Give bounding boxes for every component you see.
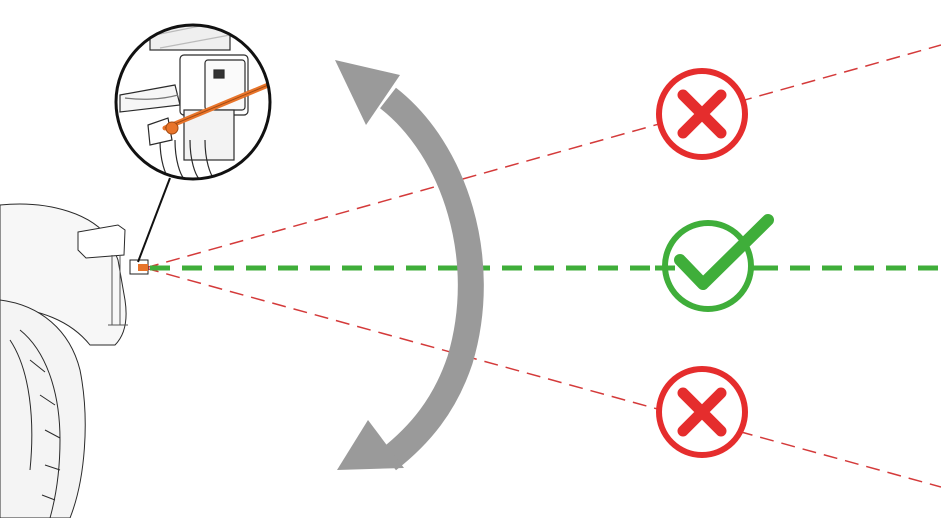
sensor-icon — [129, 259, 149, 275]
callout-leader — [137, 177, 171, 263]
x-icon — [656, 68, 748, 160]
tire-tread — [19, 329, 61, 518]
mirror — [77, 224, 126, 259]
ray-lines — [144, 44, 941, 488]
check-icon — [655, 214, 775, 312]
x-icon — [656, 366, 748, 458]
mount-bracket — [108, 255, 128, 326]
tire-outer — [0, 299, 86, 518]
double-headed-curved-arrow-icon — [335, 60, 484, 471]
vehicle-icon — [0, 203, 128, 518]
sensor-closeup-icon — [114, 23, 272, 181]
ray-lower-incorrect — [144, 267, 941, 488]
ray-upper-incorrect — [144, 44, 941, 269]
